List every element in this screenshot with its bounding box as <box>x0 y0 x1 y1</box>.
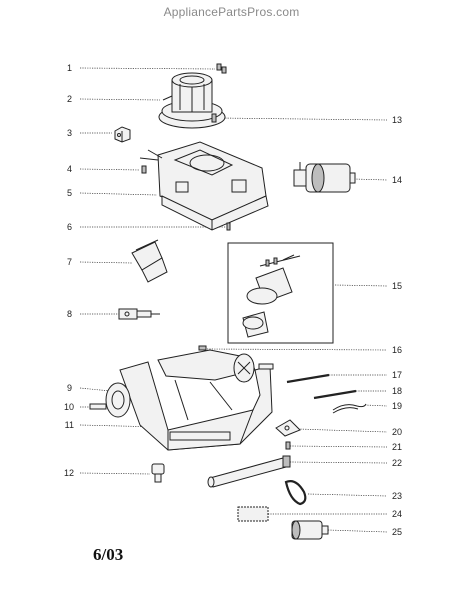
part-16-screw <box>198 345 207 351</box>
callout-6: 6 <box>67 222 72 232</box>
left-leader-lines <box>79 67 226 475</box>
callout-7: 7 <box>67 257 72 267</box>
part-3-nut <box>114 126 131 143</box>
right-leader-lines <box>206 117 388 533</box>
callout-12: 12 <box>64 468 74 478</box>
site-watermark: AppliancePartsPros.com <box>163 5 300 19</box>
part-14-cylinder <box>293 162 356 193</box>
part-25-small-motor <box>291 520 329 540</box>
callout-11: 11 <box>65 420 74 430</box>
part-12-knob <box>151 463 165 483</box>
part-15-inset-assembly <box>227 242 334 344</box>
part-18-rod <box>313 389 357 400</box>
revision-date-stamp: 6/03 <box>93 545 124 564</box>
callout-8: 8 <box>67 309 72 319</box>
part-9-wheel <box>105 382 131 418</box>
callout-18: 18 <box>392 386 402 396</box>
part-17-rod <box>286 373 330 384</box>
part-22-brush-roll <box>207 455 291 488</box>
callout-19: 19 <box>392 401 402 411</box>
callout-25: 25 <box>392 527 402 537</box>
callout-5: 5 <box>67 188 72 198</box>
callout-21: 21 <box>392 442 402 452</box>
part-1-screws <box>216 63 227 74</box>
part-11-base-frame <box>119 349 273 451</box>
callout-numbers: 1 2 3 4 5 6 7 8 9 10 11 12 13 14 15 16 1… <box>64 63 402 537</box>
part-4-screw <box>141 165 147 174</box>
callout-17: 17 <box>392 370 402 380</box>
part-5-housing <box>139 141 269 231</box>
rear-wheel <box>233 353 274 383</box>
part-8-switch <box>118 308 160 320</box>
part-6-screw <box>226 222 231 231</box>
callout-1: 1 <box>67 63 72 73</box>
part-7-bracket <box>131 239 168 283</box>
part-23-belt <box>284 480 307 506</box>
callout-20: 20 <box>392 427 402 437</box>
callout-3: 3 <box>67 128 72 138</box>
part-2-motor <box>158 72 226 129</box>
part-19-strap <box>332 403 367 414</box>
callout-10: 10 <box>64 402 74 412</box>
callout-13: 13 <box>392 115 402 125</box>
callout-4: 4 <box>67 164 72 174</box>
callout-22: 22 <box>392 458 402 468</box>
part-10-axle <box>89 403 107 410</box>
callout-16: 16 <box>392 345 402 355</box>
callout-9: 9 <box>67 383 72 393</box>
part-13-screw <box>211 113 217 123</box>
callout-2: 2 <box>67 94 72 104</box>
callout-24: 24 <box>392 509 402 519</box>
part-24-filter <box>237 506 269 522</box>
part-20-latch <box>275 419 301 437</box>
callout-23: 23 <box>392 491 402 501</box>
callout-15: 15 <box>392 281 402 291</box>
part-21-screw <box>285 441 291 450</box>
callout-14: 14 <box>392 175 402 185</box>
